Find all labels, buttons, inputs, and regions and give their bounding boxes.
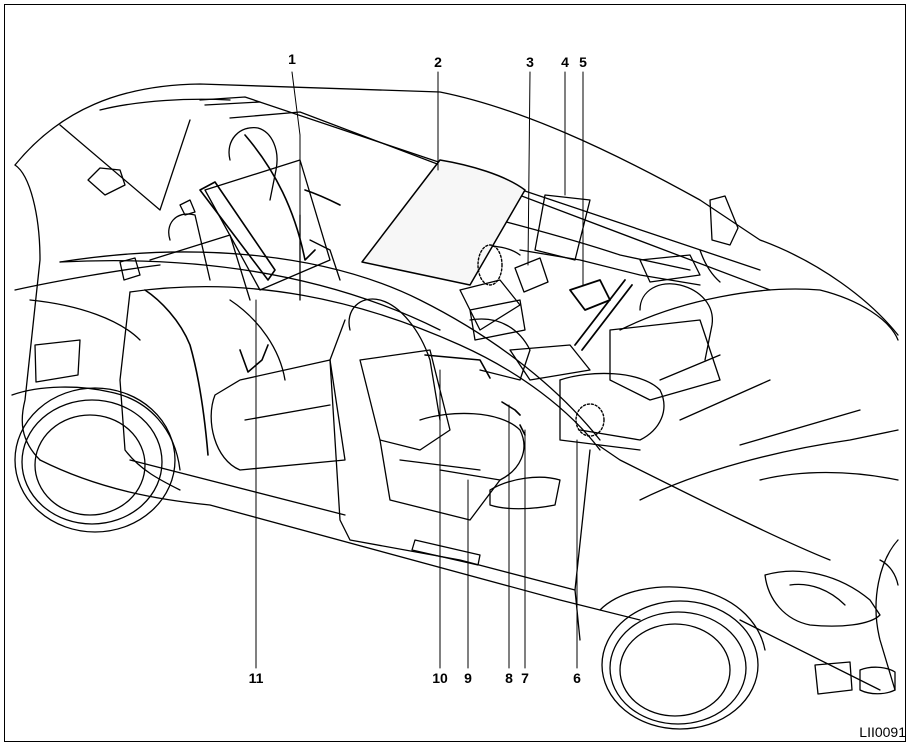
steering-wheel <box>569 279 633 351</box>
figure-frame <box>4 4 906 742</box>
rear-wheel <box>14 387 176 533</box>
driver-seat <box>559 283 721 451</box>
passenger-airbag <box>361 159 526 286</box>
callout-4: 4 <box>561 54 569 70</box>
callout-6: 6 <box>573 670 581 686</box>
figure-code: LII0091 <box>859 724 906 740</box>
front-wheel <box>599 586 766 730</box>
door-mirror <box>489 476 561 510</box>
driver-airbag <box>534 194 591 261</box>
callout-9: 9 <box>464 670 472 686</box>
callout-5: 5 <box>579 54 587 70</box>
front-end <box>764 559 899 695</box>
callout-1: 1 <box>288 51 296 67</box>
front-seats <box>348 245 531 521</box>
hood <box>619 288 899 501</box>
leader-lines <box>255 71 584 669</box>
callout-3: 3 <box>526 54 534 70</box>
floor-mats <box>411 299 591 566</box>
car-body <box>11 83 899 691</box>
callout-10: 10 <box>432 670 448 686</box>
roof-rails <box>59 96 831 641</box>
rear-seatbelts <box>144 134 341 456</box>
airbag-module <box>514 257 549 293</box>
callout-2: 2 <box>434 54 442 70</box>
sensor-markers <box>477 244 605 437</box>
front-seatbelt-anchors <box>424 354 526 436</box>
rear-details <box>87 167 196 281</box>
callout-11: 11 <box>248 670 264 686</box>
rear-seats <box>149 127 346 471</box>
callout-8: 8 <box>505 670 513 686</box>
callout-7: 7 <box>521 670 529 686</box>
